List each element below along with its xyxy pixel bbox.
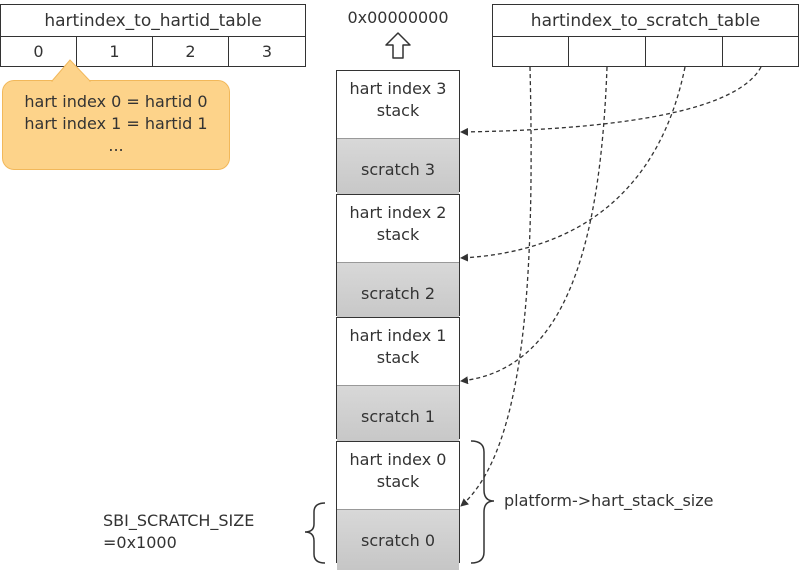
scratch-size-line: =0x1000 bbox=[103, 533, 177, 552]
scratch-pointer-arrow bbox=[460, 66, 686, 262]
hartid-table-row: 0 1 2 3 bbox=[0, 37, 306, 67]
stack-label: hart index 1 stack bbox=[337, 318, 459, 385]
scratch-pointer-arrow bbox=[460, 66, 762, 136]
stack-block-0: hart index 0 stack scratch 0 bbox=[336, 441, 460, 570]
scratch-area: scratch 1 bbox=[337, 385, 459, 446]
stack-label-line: stack bbox=[376, 101, 420, 120]
hartid-mapping-callout: hart index 0 = hartid 0 hart index 1 = h… bbox=[2, 80, 230, 170]
hart-stack-size-brace bbox=[470, 440, 495, 564]
stack-label-line: hart index 2 bbox=[349, 203, 447, 222]
hartid-table-cell: 2 bbox=[153, 37, 229, 67]
stack-label-line: hart index 1 bbox=[349, 326, 447, 345]
scratch-table-cell bbox=[723, 37, 799, 67]
stack-label: hart index 3 stack bbox=[337, 71, 459, 138]
up-arrow-icon bbox=[385, 32, 411, 59]
stack-label: hart index 2 stack bbox=[337, 195, 459, 262]
hartid-table: hartindex_to_hartid_table 0 1 2 3 bbox=[0, 4, 306, 67]
stack-block-3: hart index 3 stack scratch 3 bbox=[336, 70, 460, 199]
address-label: 0x00000000 bbox=[347, 8, 449, 27]
hartid-table-cell: 3 bbox=[229, 37, 306, 67]
stack-label-line: stack bbox=[376, 472, 420, 491]
scratch-pointer-arrow bbox=[460, 66, 608, 385]
scratch-table-title: hartindex_to_scratch_table bbox=[492, 4, 799, 37]
scratch-table: hartindex_to_scratch_table bbox=[492, 4, 799, 67]
stack-label-line: stack bbox=[376, 225, 420, 244]
stack-label-line: stack bbox=[376, 348, 420, 367]
hart-stack-size-label: platform->hart_stack_size bbox=[504, 491, 714, 510]
scratch-area: scratch 0 bbox=[337, 509, 459, 570]
scratch-size-label: SBI_SCRATCH_SIZE =0x1000 bbox=[103, 510, 303, 554]
scratch-table-row bbox=[492, 37, 799, 67]
stack-block-2: hart index 2 stack scratch 2 bbox=[336, 194, 460, 323]
scratch-table-cell bbox=[492, 37, 569, 67]
scratch-area: scratch 2 bbox=[337, 262, 459, 323]
stack-label: hart index 0 stack bbox=[337, 442, 459, 509]
hartid-table-cell: 1 bbox=[77, 37, 153, 67]
callout-line: hart index 1 = hartid 1 bbox=[24, 114, 208, 133]
callout-line: ... bbox=[108, 136, 124, 155]
hartid-table-title: hartindex_to_hartid_table bbox=[0, 4, 306, 37]
scratch-pointer-arrow bbox=[460, 66, 532, 507]
stack-label-line: hart index 0 bbox=[349, 450, 447, 469]
scratch-table-cell bbox=[646, 37, 723, 67]
callout-line: hart index 0 = hartid 0 bbox=[24, 92, 208, 111]
callout-pointer bbox=[50, 59, 92, 82]
stack-block-1: hart index 1 stack scratch 1 bbox=[336, 317, 460, 446]
scratch-area: scratch 3 bbox=[337, 138, 459, 199]
scratch-size-line: SBI_SCRATCH_SIZE bbox=[103, 511, 255, 530]
hartid-table-cell: 0 bbox=[0, 37, 77, 67]
scratch-table-cell bbox=[569, 37, 646, 67]
scratch-size-brace bbox=[304, 502, 326, 564]
stack-label-line: hart index 3 bbox=[349, 79, 447, 98]
